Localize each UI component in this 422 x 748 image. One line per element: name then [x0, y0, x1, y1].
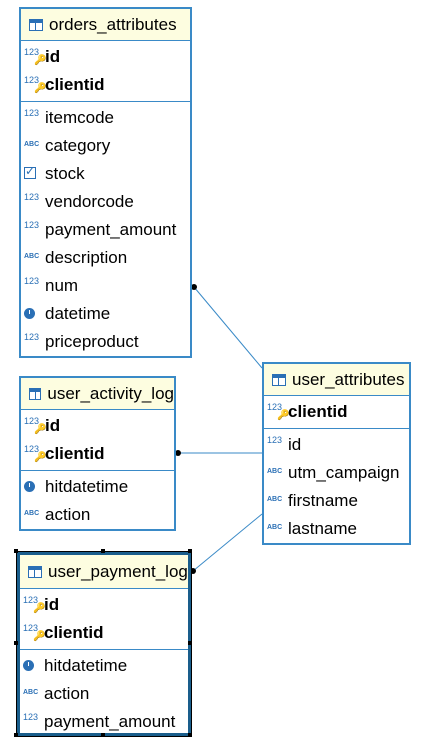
- key-columns: 123🔑id 123🔑clientid: [21, 41, 190, 102]
- numeric-key-icon: 123🔑: [24, 444, 47, 463]
- link-orders-endpoint: [191, 284, 197, 290]
- column-row[interactable]: stock: [21, 160, 190, 188]
- numeric-key-icon: 123🔑: [23, 595, 46, 614]
- text-icon: ABC: [24, 252, 40, 260]
- table-header[interactable]: user_payment_log: [20, 555, 188, 589]
- clock-icon: [23, 659, 43, 673]
- clock-icon: [24, 307, 44, 321]
- numeric-icon: 123: [24, 108, 40, 118]
- table-title: user_attributes: [292, 369, 405, 389]
- table-icon: [29, 18, 43, 31]
- numeric-key-icon: 123🔑: [24, 75, 47, 94]
- link-activity-endpoint: [175, 450, 181, 456]
- table-header[interactable]: orders_attributes: [21, 9, 190, 41]
- numeric-key-icon: 123🔑: [24, 416, 47, 435]
- selection-handle[interactable]: [101, 733, 105, 737]
- selection-handle[interactable]: [14, 733, 18, 737]
- link-orders-to-user-attributes: [193, 286, 263, 369]
- text-icon: ABC: [267, 495, 283, 503]
- column-row[interactable]: 123🔑clientid: [24, 75, 105, 94]
- text-icon: ABC: [23, 688, 39, 696]
- table-icon: [28, 565, 42, 578]
- column-row[interactable]: 123🔑clientid: [23, 623, 104, 642]
- link-payment-endpoint: [190, 568, 196, 574]
- numeric-icon: 123: [23, 712, 39, 722]
- table-icon: [272, 373, 286, 386]
- selection-handle[interactable]: [101, 549, 105, 553]
- numeric-key-icon: 123🔑: [267, 402, 290, 421]
- table-header[interactable]: user_attributes: [264, 364, 409, 396]
- numeric-icon: 123: [24, 276, 40, 286]
- table-title: orders_attributes: [49, 14, 177, 34]
- column-row[interactable]: hitdatetime: [21, 473, 174, 501]
- numeric-icon: 123: [24, 192, 40, 202]
- column-row[interactable]: 123🔑id: [24, 416, 61, 435]
- column-row[interactable]: hitdatetime: [20, 652, 188, 680]
- link-payment-to-user-attributes: [192, 513, 263, 572]
- table-title: user_payment_log: [48, 561, 188, 581]
- text-icon: ABC: [24, 509, 40, 517]
- table-user-payment-log[interactable]: user_payment_log 123🔑id 123🔑clientid hit…: [16, 551, 192, 738]
- column-row[interactable]: 123🔑clientid: [24, 444, 105, 463]
- column-row[interactable]: datetime: [21, 300, 190, 328]
- numeric-icon: 123: [24, 332, 40, 342]
- key-columns: 123🔑id 123🔑clientid: [21, 410, 174, 471]
- numeric-key-icon: 123🔑: [23, 623, 46, 642]
- column-row[interactable]: 123🔑clientid: [267, 402, 348, 421]
- table-title: user_activity_log: [47, 383, 174, 403]
- table-icon: [29, 387, 42, 400]
- checkbox-icon: [24, 164, 44, 181]
- text-icon: ABC: [24, 140, 40, 148]
- table-user-activity-log[interactable]: user_activity_log 123🔑id 123🔑clientid hi…: [19, 376, 176, 531]
- table-header[interactable]: user_activity_log: [21, 378, 174, 410]
- selection-handle[interactable]: [188, 733, 192, 737]
- numeric-icon: 123: [24, 220, 40, 230]
- column-row[interactable]: 123🔑id: [23, 595, 60, 614]
- numeric-icon: 123: [267, 435, 283, 445]
- selection-handle[interactable]: [14, 549, 18, 553]
- selection-handle[interactable]: [188, 549, 192, 553]
- column-row[interactable]: 123🔑id: [24, 47, 61, 66]
- selection-handle[interactable]: [14, 641, 18, 645]
- key-columns: 123🔑id 123🔑clientid: [20, 589, 188, 650]
- table-orders-attributes[interactable]: orders_attributes 123🔑id 123🔑clientid 12…: [19, 7, 192, 358]
- numeric-key-icon: 123🔑: [24, 47, 47, 66]
- selection-handle[interactable]: [188, 641, 192, 645]
- text-icon: ABC: [267, 467, 283, 475]
- clock-icon: [24, 480, 44, 494]
- key-columns: 123🔑clientid: [264, 396, 409, 429]
- text-icon: ABC: [267, 523, 283, 531]
